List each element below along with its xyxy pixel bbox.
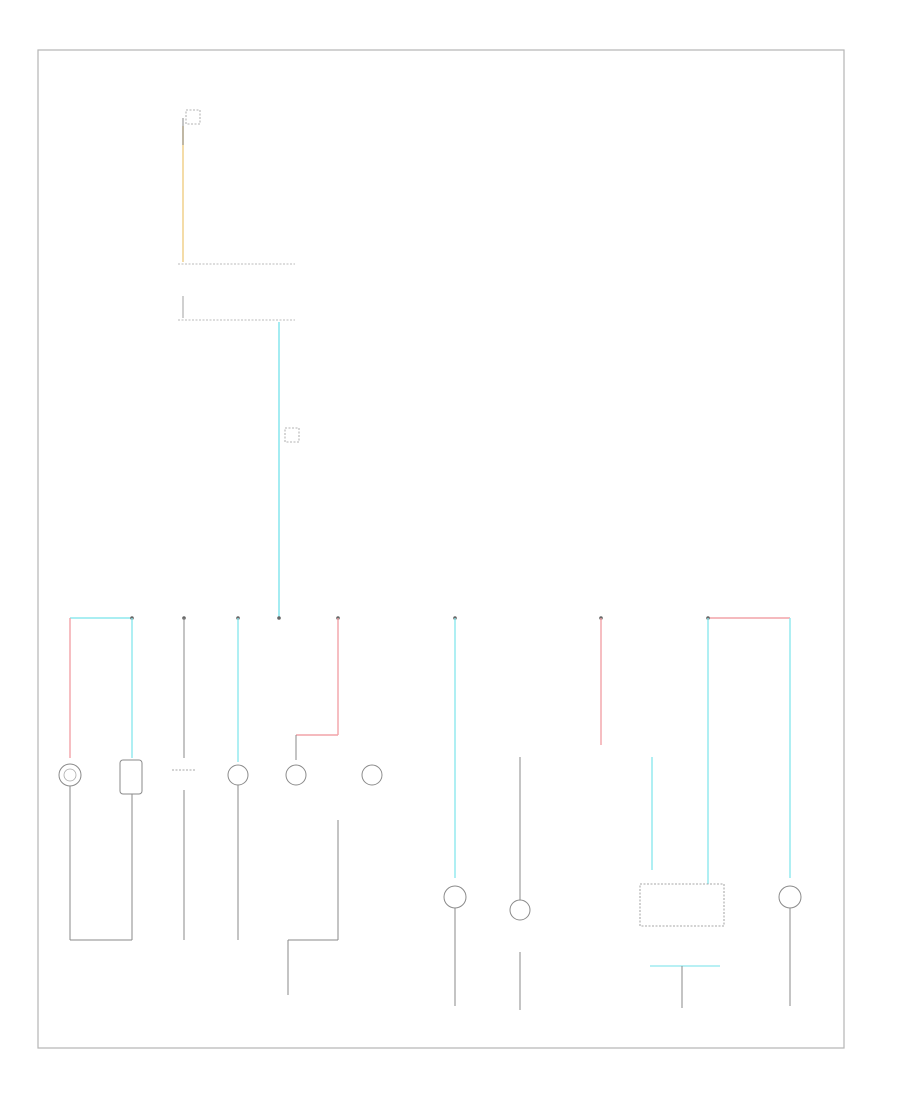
- lamp-icon: [63, 768, 77, 782]
- vertical-wires: [69, 618, 791, 900]
- lamp-icon: [778, 885, 802, 909]
- splice-dot: [277, 616, 281, 620]
- lamp-icon: [58, 763, 82, 787]
- module-box: [639, 883, 725, 927]
- lamp-icon: [361, 764, 383, 786]
- splice-bus: [70, 616, 790, 620]
- mid-fuse-group: [284, 427, 300, 443]
- ignition-switch-group: [178, 263, 295, 321]
- fuse-box: [185, 109, 201, 125]
- right-components: [443, 883, 802, 1010]
- fuse-block-group: [185, 109, 201, 125]
- left-ground-lines: [69, 785, 339, 995]
- lamp-icon: [509, 899, 531, 921]
- lamp-icon: [443, 885, 467, 909]
- mid-fuse-box: [284, 427, 300, 443]
- left-components: [58, 759, 383, 795]
- lamp-icon: [227, 764, 249, 786]
- switch-icon: [119, 759, 143, 795]
- lamp-icon: [285, 764, 307, 786]
- diagram-frame: [37, 49, 845, 1049]
